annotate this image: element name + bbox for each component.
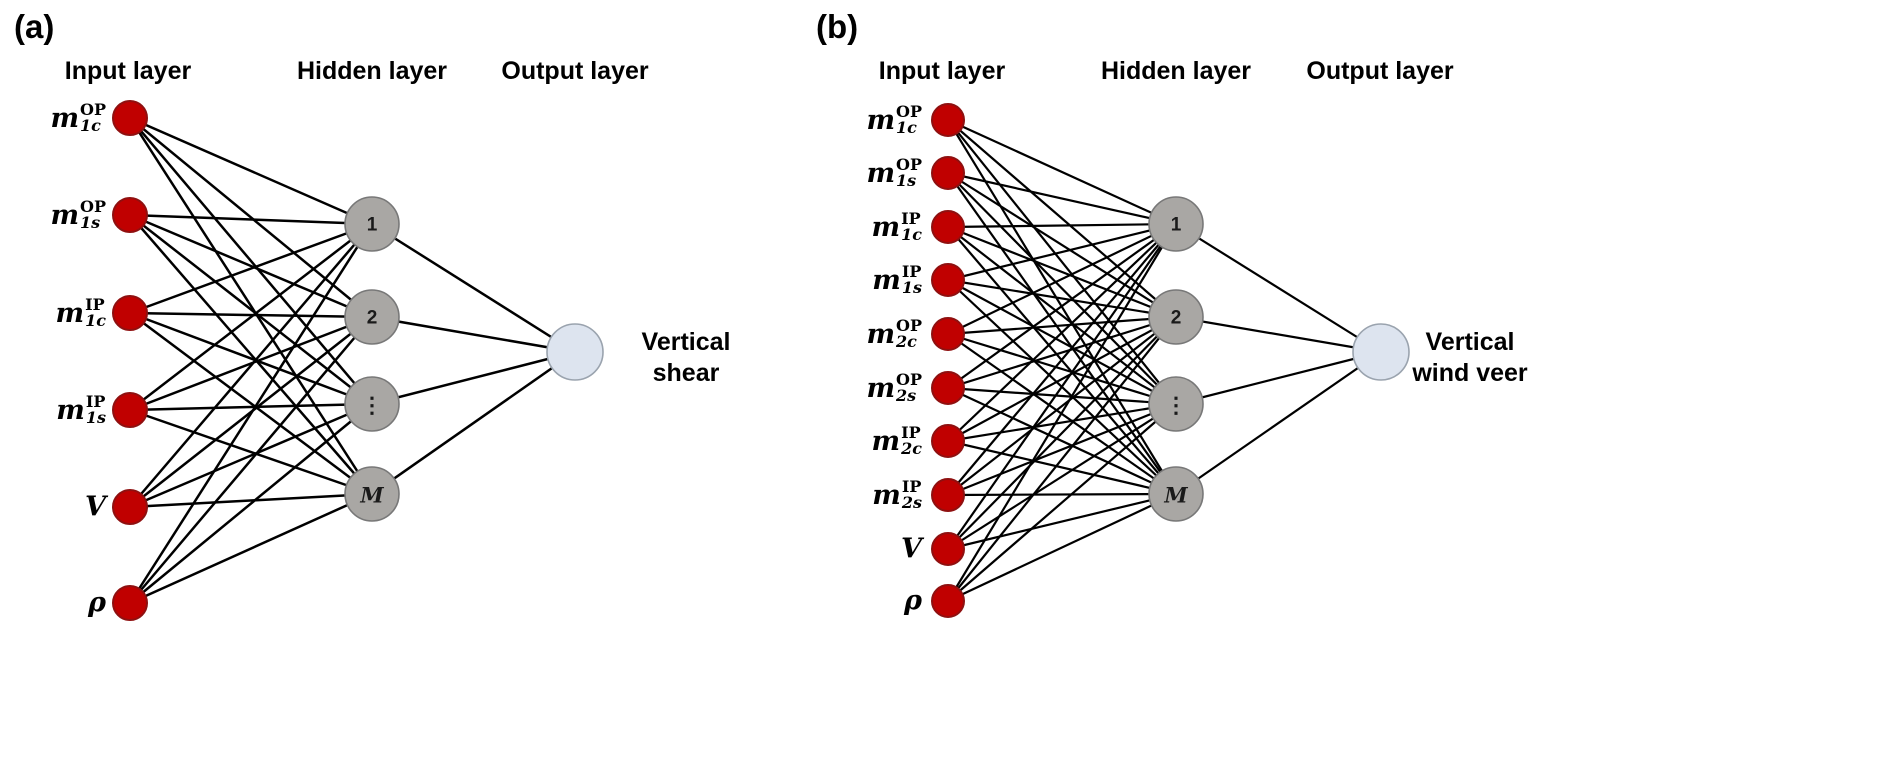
edge-input-hidden [947,223,1177,602]
edge-input-hidden [947,332,1177,406]
hidden-node [344,289,400,345]
input-node [931,532,965,566]
hidden-node-label: M [1163,483,1188,508]
edge-hidden-output [1175,350,1382,406]
hidden-node [1148,196,1204,252]
edge-input-hidden [947,223,1177,442]
hidden-node-label: 1 [1171,215,1182,236]
edge-input-hidden [129,402,373,509]
hidden-node-label: 2 [1171,308,1182,329]
output-node [1352,323,1410,381]
input-node [931,478,965,512]
hidden-node-label: 2 [367,308,378,329]
edge-input-hidden [947,223,1177,550]
edge-input-hidden [129,116,373,226]
hidden-node-label: 1 [367,215,378,236]
edge-input-hidden [947,223,1177,389]
edge-input-hidden [129,492,373,509]
input-node [112,585,148,621]
edge-input-hidden [129,214,373,495]
edge-input-hidden [947,315,1177,390]
edge-hidden-output [1175,351,1382,495]
input-node [112,489,148,525]
hidden-node [344,376,400,432]
hidden-node-label: M [359,483,384,508]
edge-input-hidden [129,402,373,412]
hidden-node-label: ⋮ [1165,393,1187,418]
edge-input-hidden [947,402,1177,497]
input-node [931,371,965,405]
edge-input-hidden [129,311,373,496]
input-node [931,156,965,190]
edge-input-hidden [129,222,373,315]
input-node [931,424,965,458]
edge-input-hidden [947,223,1177,496]
input-node [112,197,148,233]
edge-input-hidden [947,222,1177,229]
edge-input-hidden [128,223,374,604]
input-node [112,100,148,136]
input-node [931,584,965,618]
input-node [931,263,965,297]
edge-input-hidden [129,316,373,604]
edge-input-hidden [129,214,373,405]
input-node [112,295,148,331]
panel-a: 1 2 ⋮ M [112,100,604,621]
edge-input-hidden [129,117,373,405]
edge-input-hidden [129,213,373,226]
edge-input-hidden [947,316,1177,550]
input-node [931,317,965,351]
edge-hidden-output [371,222,576,354]
edge-input-hidden [947,493,1177,602]
edge-input-hidden [947,316,1177,442]
edge-hidden-output [371,350,576,406]
edge-input-hidden [129,213,373,319]
edge-input-hidden [129,315,373,412]
edge-input-hidden [129,408,373,496]
edge-input-hidden [947,119,1177,318]
hidden-node [344,196,400,252]
edge-input-hidden [947,315,1177,336]
edge-input-hidden [947,279,1177,405]
edge-input-hidden [129,311,373,319]
edge-input-hidden [129,223,373,508]
edge-input-hidden [947,226,1177,405]
edge-input-hidden [947,118,1177,226]
edge-input-hidden [128,117,374,495]
edge-input-hidden [947,225,1177,319]
edge-input-hidden [947,403,1177,550]
edge-input-hidden [947,387,1177,495]
edge-hidden-output [371,350,576,496]
edge-input-hidden [129,223,373,411]
edge-input-hidden [129,492,373,605]
edge-input-hidden [947,222,1177,282]
edge-input-hidden [947,316,1177,602]
edge-input-hidden [947,316,1177,496]
edge-input-hidden [947,223,1177,335]
panel-b: 1 2 ⋮ M [931,103,1410,618]
edge-input-hidden [947,171,1177,226]
edge-input-hidden [947,172,1177,318]
hidden-node [1148,466,1204,522]
edge-hidden-output [371,315,576,354]
output-node [546,323,604,381]
input-node [931,210,965,244]
edge-input-hidden [947,402,1177,443]
edge-input-hidden [129,117,373,318]
edge-input-hidden [129,403,373,604]
hidden-node [344,466,400,522]
input-node [112,392,148,428]
hidden-node [1148,376,1204,432]
edge-hidden-output [1175,315,1382,354]
hidden-node [1148,289,1204,345]
input-node [931,103,965,137]
edge-input-hidden [947,278,1177,319]
edge-input-hidden [947,403,1177,602]
hidden-node-label: ⋮ [361,393,383,418]
edge-hidden-output [1175,223,1382,353]
edge-input-hidden [947,386,1177,406]
edge-input-hidden [129,311,373,406]
edge-input-hidden [947,492,1177,497]
